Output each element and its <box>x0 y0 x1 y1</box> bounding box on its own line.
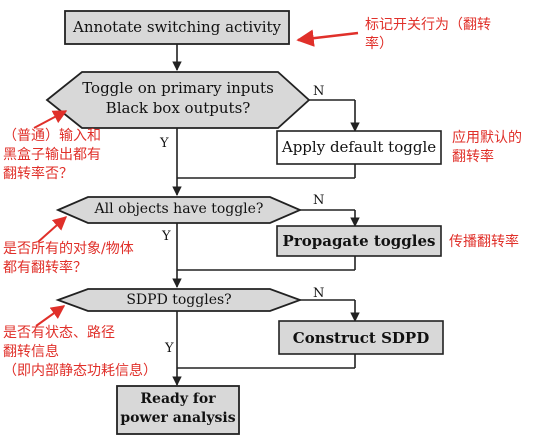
apply-default-label: Apply default toggle <box>281 138 437 156</box>
sdpd-yes-label: Y <box>165 341 174 356</box>
decision-all-label: All objects have toggle? <box>94 201 264 217</box>
annotation-propagate: 传播翻转率 <box>449 233 519 252</box>
annotation-sdpd-line3: （即内部静态功耗信息） <box>3 363 157 379</box>
construct-box <box>278 320 444 355</box>
annotation-annotate-line2: 率） <box>365 36 393 52</box>
decision-primary-line1: Toggle on primary inputs <box>82 79 274 97</box>
annotation-arrow-primary <box>33 110 68 129</box>
construct-label: Construct SDPD <box>292 329 430 347</box>
decision-primary-line2: Black box outputs? <box>105 99 251 117</box>
ready-box <box>116 385 240 435</box>
annotation-default: 应用默认的 翻转率 <box>452 129 522 167</box>
decision-sdpd-label: SDPD toggles? <box>126 292 232 308</box>
annotation-arrow-sdpd <box>35 305 66 327</box>
annotate-label: Annotate switching activity <box>72 18 282 36</box>
annotation-all-line2: 都有翻转率？ <box>3 260 87 276</box>
primary-no-label: N <box>313 84 325 99</box>
annotation-primary-line3: 翻转率否？ <box>3 166 73 182</box>
propagate-label: Propagate toggles <box>282 232 436 250</box>
all-no-label: N <box>313 193 325 208</box>
sdpd-no-label: N <box>313 286 325 301</box>
annotation-annotate: 标记开关行为（翻转 率） <box>365 16 491 54</box>
apply-default-box <box>276 130 442 165</box>
annotation-arrow-all <box>37 216 68 243</box>
annotation-annotate-line1: 标记开关行为（翻转 <box>365 17 491 33</box>
annotate-box <box>64 10 290 45</box>
annotation-sdpd-line1: 是否有状态、路径 <box>3 325 115 341</box>
annotation-propagate-line1: 传播翻转率 <box>449 234 519 250</box>
ready-line1: Ready for <box>140 391 216 407</box>
annotation-all: 是否所有的对象/物体 都有翻转率？ <box>3 240 134 278</box>
annotation-arrow-annotate <box>296 29 359 47</box>
ready-line2: power analysis <box>120 410 236 426</box>
propagate-box <box>276 225 442 257</box>
annotation-default-line1: 应用默认的 <box>452 130 522 146</box>
all-yes-label: Y <box>162 229 171 244</box>
annotation-sdpd: 是否有状态、路径 翻转信息 （即内部静态功耗信息） <box>3 324 157 381</box>
annotation-primary: （普通）输入和 黑盒子输出都有 翻转率否？ <box>3 127 101 184</box>
annotation-primary-line2: 黑盒子输出都有 <box>3 147 101 163</box>
annotation-all-line1: 是否所有的对象/物体 <box>3 241 134 257</box>
annotation-primary-line1: （普通）输入和 <box>3 128 101 144</box>
annotation-sdpd-line2: 翻转信息 <box>3 344 59 360</box>
primary-yes-label: Y <box>160 136 169 151</box>
annotation-default-line2: 翻转率 <box>452 149 494 165</box>
